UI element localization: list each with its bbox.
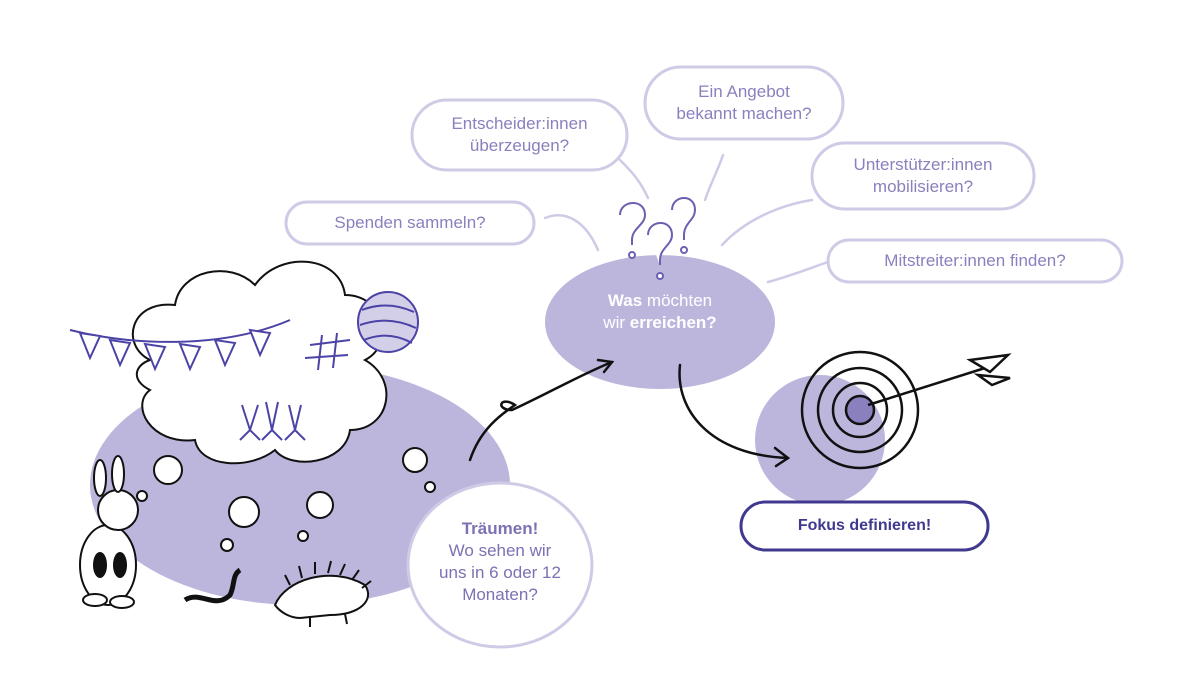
target-icon	[800, 350, 920, 470]
thought-dot-5	[136, 490, 148, 502]
mitstreiter-label: Mitstreiter:innen finden?	[884, 251, 1066, 270]
dream-heading: Träumen!	[461, 519, 539, 538]
carrots-icon	[239, 401, 306, 441]
thought-dot-4	[402, 447, 428, 473]
dream-line3: Monaten?	[462, 585, 538, 604]
focus-button-label: Fokus definieren!	[797, 517, 932, 534]
unterstuetzer-line2: mobilisieren?	[872, 177, 974, 196]
center-question-line1: Was möchten	[560, 290, 760, 312]
center-word-wir: wir	[603, 313, 630, 332]
arrow-to-mitstreiter	[766, 260, 830, 284]
thought-dot-1	[153, 455, 183, 485]
arrow-icon	[867, 353, 1012, 407]
worm-icon	[183, 567, 242, 604]
bubble-text-spenden: Spenden sammeln?	[286, 202, 534, 244]
bubble-spenden	[284, 200, 536, 246]
bubble-text-mitstreiter: Mitstreiter:innen finden?	[828, 240, 1122, 282]
dream-text: Träumen! Wo sehen wir uns in 6 oder 12 M…	[410, 518, 590, 606]
hashtag-icon	[304, 332, 351, 371]
ball-icon	[357, 291, 419, 353]
arrow-dream-to-center	[468, 358, 615, 462]
center-word-erreichen: erreichen?	[629, 313, 717, 332]
bubble-text-entscheider: Entscheider:innen überzeugen?	[412, 100, 627, 170]
thought-dot-3	[306, 491, 334, 519]
arrow-to-angebot	[703, 153, 725, 202]
focus-button[interactable]: Fokus definieren!	[741, 502, 988, 550]
entscheider-line2: überzeugen?	[469, 136, 570, 155]
arrow-to-entscheider	[618, 158, 650, 200]
unterstuetzer-line1: Unterstützer:innen	[853, 155, 993, 174]
thought-dot-6	[220, 538, 234, 552]
center-question-line2: wir erreichen?	[560, 312, 760, 334]
center-word-was: Was	[607, 291, 643, 310]
dream-line2: uns in 6 oder 12	[439, 563, 561, 582]
bunting-icon	[69, 319, 291, 372]
dream-text-bubble	[406, 481, 594, 649]
entscheider-line1: Entscheider:innen	[451, 114, 588, 133]
thought-cloud	[131, 260, 388, 465]
rabbit-icon	[79, 455, 139, 609]
center-word-moechten: möchten	[642, 291, 713, 310]
hedgehog-icon	[273, 560, 372, 627]
thought-dot-2	[228, 496, 260, 528]
angebot-line1: Ein Angebot	[698, 82, 790, 101]
center-question: Was möchten wir erreichen?	[560, 290, 760, 334]
thought-dot-8	[424, 481, 436, 493]
focus-button-outline	[739, 500, 990, 552]
arrow-to-spenden	[543, 214, 600, 252]
bubble-text-angebot: Ein Angebot bekannt machen?	[645, 67, 843, 139]
arrow-center-to-focus	[678, 363, 791, 468]
thought-dot-7	[297, 530, 309, 542]
bubble-angebot	[643, 65, 845, 141]
bubble-entscheider	[410, 98, 629, 172]
question-marks-icon	[619, 197, 697, 280]
bubble-unterstuetzer	[810, 141, 1036, 211]
dream-line1: Wo sehen wir	[448, 541, 552, 560]
center-question-blob	[545, 255, 775, 389]
angebot-line2: bekannt machen?	[676, 104, 812, 123]
arrow-to-unterstuetzer	[720, 198, 814, 247]
bubble-text-unterstuetzer: Unterstützer:innen mobilisieren?	[812, 143, 1034, 209]
spenden-label: Spenden sammeln?	[334, 213, 486, 232]
